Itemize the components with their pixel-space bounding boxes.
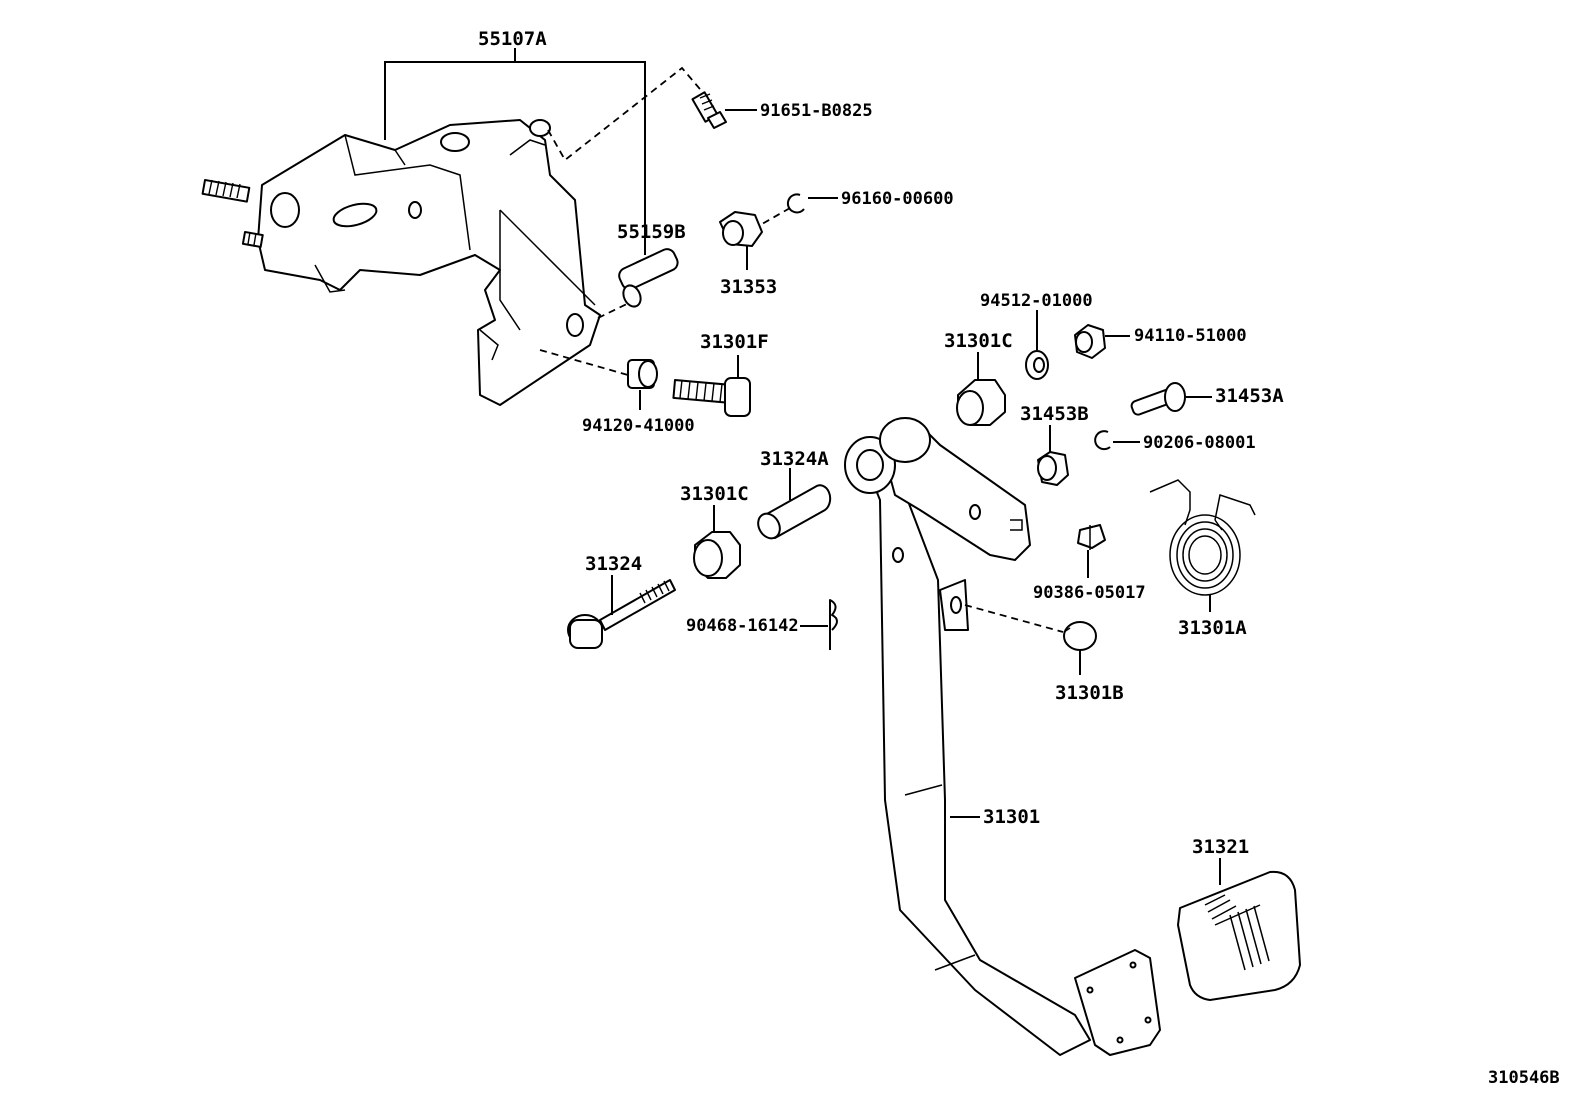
label-31301A[interactable]: 31301A (1178, 617, 1247, 639)
bolt-31301F[interactable] (672, 377, 751, 417)
label-94120-41000[interactable]: 94120-41000 (582, 416, 695, 436)
nut-94120-41000[interactable] (627, 359, 658, 389)
washer-94512-01000[interactable] (1025, 350, 1049, 380)
bushing-31301C-upper[interactable] (956, 379, 1006, 426)
collar-31324A[interactable] (754, 484, 832, 542)
pin-55159B[interactable] (617, 247, 681, 310)
stopper-31301B[interactable] (1063, 621, 1097, 651)
label-31301F[interactable]: 31301F (700, 331, 769, 353)
label-31453A[interactable]: 31453A (1215, 385, 1284, 407)
dashed-line-pin (597, 299, 636, 319)
pedal-bracket-55107A[interactable] (201, 119, 601, 406)
label-90468-16142[interactable]: 90468-16142 (686, 616, 799, 636)
label-31321[interactable]: 31321 (1192, 836, 1249, 858)
label-94512-01000[interactable]: 94512-01000 (980, 291, 1093, 311)
dashed-line-94120 (539, 349, 629, 376)
bushing-31453B[interactable] (1037, 451, 1069, 486)
label-31301C-upper[interactable]: 31301C (944, 330, 1013, 352)
label-90386-05017[interactable]: 90386-05017 (1033, 583, 1146, 603)
bushing-31301C-lower[interactable] (693, 531, 741, 579)
pedal-pad-31321[interactable] (1177, 870, 1301, 1001)
bolt-91651-B0825[interactable] (691, 91, 727, 129)
clip-96160-00600[interactable] (786, 193, 805, 214)
label-55107A[interactable]: 55107A (478, 28, 547, 50)
nut-31353[interactable] (719, 211, 763, 247)
label-31301B[interactable]: 31301B (1055, 682, 1124, 704)
spring-31301A[interactable] (1149, 479, 1256, 596)
figure-id: 310546B (1488, 1068, 1560, 1088)
clip-90386-05017[interactable] (1077, 524, 1106, 550)
bracket-stud-upper (201, 179, 251, 203)
clip-90206-08001[interactable] (1094, 430, 1111, 451)
label-31301[interactable]: 31301 (983, 806, 1040, 828)
label-31324[interactable]: 31324 (585, 553, 642, 575)
bolt-31324[interactable] (567, 579, 676, 649)
clutch-pedal-arm-31301[interactable] (844, 417, 1091, 1056)
label-90206-08001[interactable]: 90206-08001 (1143, 433, 1256, 453)
label-31453B[interactable]: 31453B (1020, 403, 1089, 425)
label-55159B[interactable]: 55159B (617, 221, 686, 243)
label-31301C-lower[interactable]: 31301C (680, 483, 749, 505)
dashed-line-clip (754, 207, 791, 229)
nut-94110-51000[interactable] (1074, 324, 1106, 359)
label-94110-51000[interactable]: 94110-51000 (1134, 326, 1247, 346)
label-91651-B0825[interactable]: 91651-B0825 (760, 101, 873, 121)
pin-31453A[interactable] (1130, 382, 1186, 416)
bracket-stud-lower (241, 231, 264, 248)
clip-90468-16142[interactable] (829, 599, 838, 650)
label-31353[interactable]: 31353 (720, 276, 777, 298)
label-96160-00600[interactable]: 96160-00600 (841, 189, 954, 209)
dashed-line-31301B (964, 604, 1064, 633)
dashed-line-91651 (547, 66, 706, 162)
label-31324A[interactable]: 31324A (760, 448, 829, 470)
pedal-pad-plate (1074, 949, 1161, 1056)
